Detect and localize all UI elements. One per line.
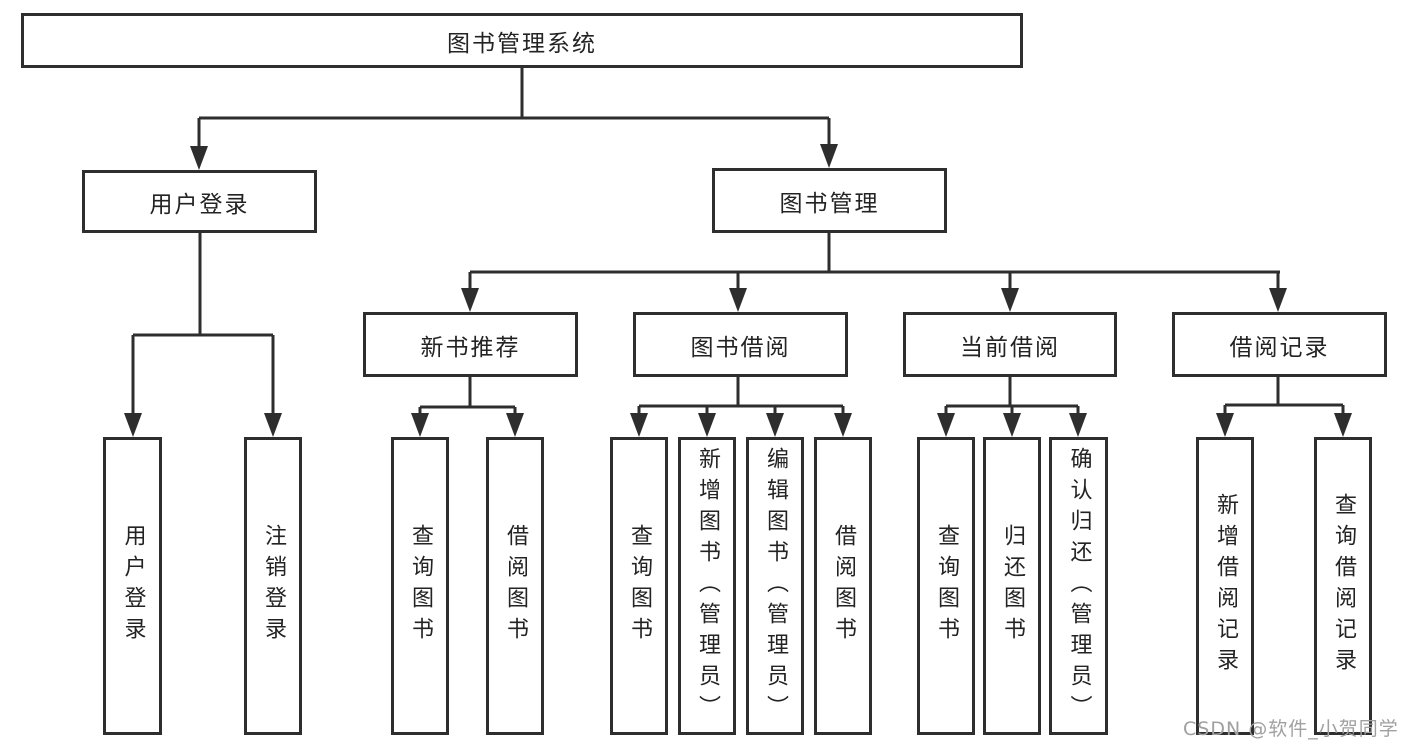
leaf-user-login: 用户登录 — [103, 437, 162, 735]
leaf-edit-book-admin: 编辑图书（管理员） — [746, 437, 804, 735]
node-new-book-rec-label: 新书推荐 — [420, 334, 521, 361]
leaf-add-borrow-record-label: 新增借阅记录 — [1213, 493, 1238, 679]
leaf-confirm-return-admin: 确认归还（管理员） — [1049, 437, 1108, 735]
node-book-borrow: 图书借阅 — [633, 312, 848, 377]
leaf-query-book-borrow: 查询图书 — [610, 437, 668, 735]
node-user-login: 用户登录 — [82, 170, 317, 233]
leaf-borrow-book-borrow-label: 借阅图书 — [831, 524, 856, 648]
leaf-return-book: 归还图书 — [983, 437, 1041, 735]
leaf-edit-book-admin-label: 编辑图书（管理员） — [763, 446, 788, 726]
leaf-query-book-rec: 查询图书 — [391, 437, 449, 735]
leaf-user-login-label: 用户登录 — [120, 524, 146, 648]
node-borrow-records-label: 借阅记录 — [1229, 334, 1330, 361]
leaf-add-book-admin-label: 新增图书（管理员） — [695, 446, 720, 726]
edges-user-login — [124, 233, 282, 437]
node-current-borrow-label: 当前借阅 — [960, 334, 1060, 361]
leaf-query-book-current: 查询图书 — [917, 437, 975, 735]
leaf-borrow-book-rec-label: 借阅图书 — [503, 524, 528, 648]
edges-new-book-rec — [411, 377, 524, 437]
edges-book-mgmt — [461, 233, 1287, 312]
node-root-label: 图书管理系统 — [447, 30, 597, 57]
leaf-borrow-book-rec: 借阅图书 — [486, 437, 544, 735]
node-new-book-rec: 新书推荐 — [363, 312, 578, 377]
leaf-query-borrow-record-label: 查询借阅记录 — [1331, 493, 1356, 679]
leaf-logout: 注销登录 — [244, 437, 302, 735]
leaf-borrow-book-borrow: 借阅图书 — [814, 437, 872, 735]
edges-book-borrow — [630, 377, 852, 437]
leaf-query-book-current-label: 查询图书 — [934, 524, 959, 648]
leaf-query-borrow-record: 查询借阅记录 — [1314, 437, 1372, 735]
node-root: 图书管理系统 — [21, 13, 1023, 68]
leaf-logout-label: 注销登录 — [261, 524, 286, 648]
leaf-query-book-rec-label: 查询图书 — [408, 524, 433, 648]
node-borrow-records: 借阅记录 — [1172, 312, 1387, 377]
node-book-mgmt: 图书管理 — [712, 168, 947, 233]
csdn-watermark: CSDN @软件_小贺同学 — [1183, 718, 1399, 740]
edges-current-borrow — [937, 377, 1087, 437]
edges-root — [190, 68, 838, 170]
leaf-return-book-label: 归还图书 — [1000, 524, 1025, 648]
edges-borrow-records — [1216, 377, 1352, 437]
leaf-add-borrow-record: 新增借阅记录 — [1196, 437, 1254, 735]
node-book-mgmt-label: 图书管理 — [779, 190, 880, 217]
leaf-add-book-admin: 新增图书（管理员） — [678, 437, 736, 735]
leaf-query-book-borrow-label: 查询图书 — [627, 524, 652, 648]
leaf-confirm-return-admin-label: 确认归还（管理员） — [1066, 446, 1092, 726]
node-book-borrow-label: 图书借阅 — [690, 334, 791, 361]
node-user-login-label: 用户登录 — [149, 191, 250, 218]
node-current-borrow: 当前借阅 — [903, 312, 1117, 377]
